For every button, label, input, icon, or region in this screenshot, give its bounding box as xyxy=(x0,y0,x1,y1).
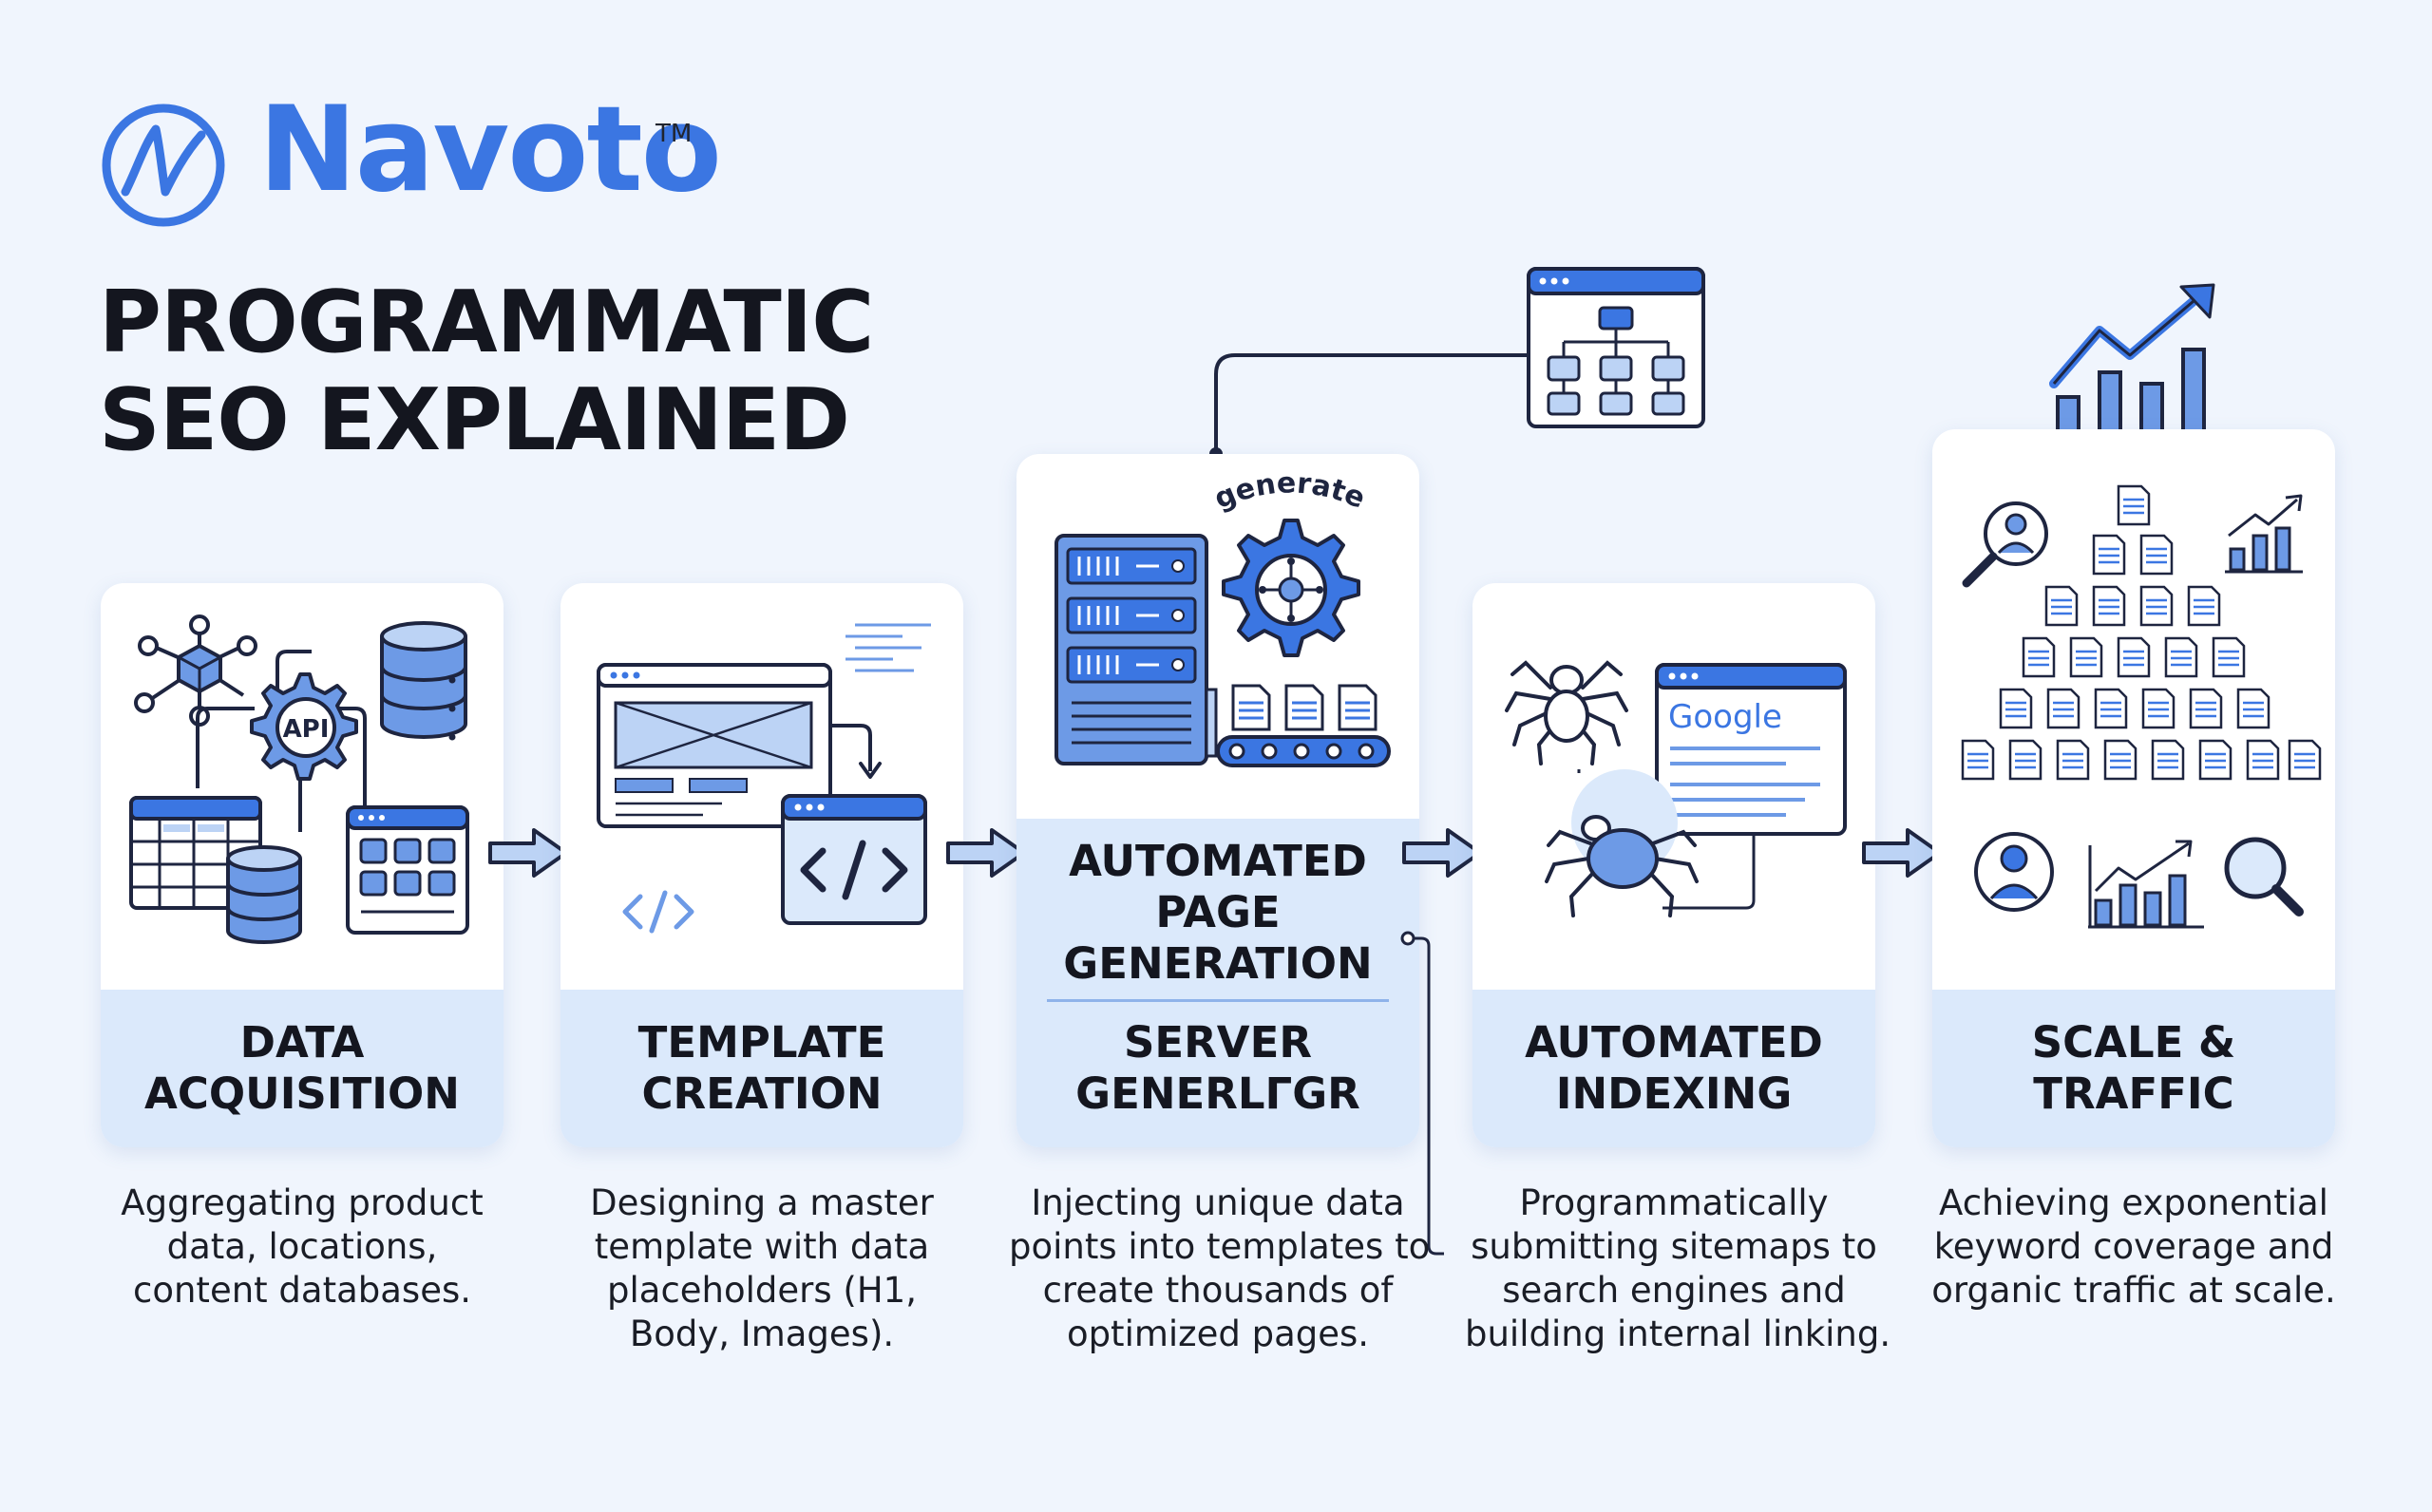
step-label-line-1: TEMPLATE xyxy=(637,1017,886,1068)
generate-label-path: generate xyxy=(1209,466,1370,516)
step-label: DATA ACQUISITION xyxy=(101,990,504,1147)
spider-icon xyxy=(1545,815,1699,917)
divider xyxy=(1047,999,1389,1002)
desc-line: building internal linking. xyxy=(1465,1314,1891,1354)
desc-line: Programmatically xyxy=(1519,1182,1829,1223)
data-sources-illustration: API xyxy=(129,614,469,944)
magnifier-icon xyxy=(2224,837,2304,917)
step-label: AUTOMATED PAGE GENERATION SERVER GENERLΓ… xyxy=(1016,819,1419,1147)
bar-chart-growth-icon xyxy=(2088,840,2204,929)
step-label-line-2: ACQUISITION xyxy=(144,1068,460,1119)
desc-line: Designing a master xyxy=(590,1182,934,1223)
step-label-line-2: CREATION xyxy=(641,1068,883,1119)
grid-window-icon xyxy=(346,805,469,935)
desc-line: Body, Images). xyxy=(629,1314,895,1354)
step-label-line-1: DATA xyxy=(239,1017,365,1068)
step-description: Designing a master template with data pl… xyxy=(553,1181,971,1356)
step-description: Programmatically submitting sitemaps to … xyxy=(1465,1181,1891,1356)
api-gear-icon: API xyxy=(250,672,358,781)
flow-arrow-icon xyxy=(1862,828,1942,878)
server-rack-icon xyxy=(1054,534,1218,765)
step-card-template-creation: TEMPLATE CREATION xyxy=(560,583,963,1147)
step-card-scale-traffic: SCALE & TRAFFIC xyxy=(1932,429,2335,1147)
step-description: Aggregating product data, locations, con… xyxy=(93,1181,511,1313)
step-label: TEMPLATE CREATION xyxy=(560,990,963,1147)
step-label-line-2: TRAFFIC xyxy=(2033,1068,2234,1119)
desc-line: keyword coverage and xyxy=(1933,1226,2334,1267)
database-icon xyxy=(380,621,467,741)
step-heading-line-1: AUTOMATED xyxy=(1069,836,1367,886)
desc-line: optimized pages. xyxy=(1066,1314,1370,1354)
generate-label: generate xyxy=(1209,466,1370,516)
magnifier-user-icon xyxy=(1962,501,2048,588)
step-label: SCALE & TRAFFIC xyxy=(1932,990,2335,1147)
step-heading-line-3: GENERATION xyxy=(1063,938,1373,989)
step-heading-line-2: PAGE xyxy=(1155,887,1281,937)
network-cube-icon xyxy=(134,614,257,727)
flow-arrow-icon xyxy=(1402,828,1482,878)
template-illustration xyxy=(597,623,931,934)
document-icon xyxy=(1231,684,1378,731)
bar-chart-growth-icon xyxy=(2225,494,2303,574)
desc-line: content databases. xyxy=(133,1270,471,1311)
title-line-1: PROGRAMMATIC xyxy=(99,273,874,372)
conveyor-belt-icon xyxy=(1216,735,1391,767)
desc-line: Achieving exponential xyxy=(1939,1182,2328,1223)
google-logo-text: Google xyxy=(1668,698,1782,736)
code-tag-icon xyxy=(622,890,694,934)
sitemap-window-icon xyxy=(1527,267,1705,428)
gear-icon xyxy=(1222,519,1360,657)
code-snippet-icon xyxy=(846,623,931,672)
browser-wireframe-icon xyxy=(597,663,832,828)
step-label-line-1: SCALE & xyxy=(2031,1017,2236,1068)
desc-line: Injecting unique data xyxy=(1031,1182,1405,1223)
step-label-line-2: INDEXING xyxy=(1555,1068,1793,1119)
code-window-icon xyxy=(781,794,927,925)
flow-arrow-icon xyxy=(946,828,1026,878)
desc-line: placeholders (H1, xyxy=(607,1270,917,1311)
google-search-window-icon: Google xyxy=(1655,663,1847,836)
step-label: AUTOMATED INDEXING xyxy=(1472,990,1875,1147)
step-description: Injecting unique data points into templa… xyxy=(1009,1181,1431,1356)
desc-line: template with data xyxy=(594,1226,930,1267)
flow-arrow-icon xyxy=(488,828,568,878)
trademark: TM xyxy=(656,120,693,148)
spider-icon xyxy=(1505,660,1628,765)
scale-illustration xyxy=(1961,484,2322,929)
desc-line: create thousands of xyxy=(1042,1270,1394,1311)
page-title: PROGRAMMATIC SEO EXPLAINED xyxy=(99,273,874,470)
desc-line: organic traffic at scale. xyxy=(1931,1270,2336,1311)
desc-line: data, locations, xyxy=(166,1226,438,1267)
desc-line: Aggregating product xyxy=(121,1182,484,1223)
user-avatar-icon xyxy=(1974,832,2054,912)
step-label-line-1: SERVER xyxy=(1123,1017,1313,1068)
database-icon xyxy=(226,845,302,944)
bar-chart-growth-icon xyxy=(2046,283,2221,439)
step-label-line-1: AUTOMATED xyxy=(1525,1017,1823,1068)
step-description: Achieving exponential keyword coverage a… xyxy=(1925,1181,2343,1313)
logo-icon xyxy=(102,104,225,227)
desc-line: submitting sitemaps to xyxy=(1471,1226,1877,1267)
step-label-line-2: GENERLΓGR xyxy=(1075,1068,1360,1119)
description-connector xyxy=(1400,931,1444,1256)
step-card-automated-indexing: Google AUTOMATED INDEXING xyxy=(1472,583,1875,1147)
server-generation-illustration: generate xyxy=(1054,466,1391,767)
title-line-2: SEO EXPLAINED xyxy=(99,370,850,470)
desc-line: points into templates to xyxy=(1009,1226,1431,1267)
desc-line: search engines and xyxy=(1502,1270,1846,1311)
indexing-illustration: Google xyxy=(1505,660,1847,917)
step-card-data-acquisition: API DATA ACQUISIT xyxy=(101,583,504,1147)
brand-name: Navoto xyxy=(258,82,722,218)
step-card-page-generation: generate AUTOMATED PAG xyxy=(1016,454,1419,1147)
api-label: API xyxy=(283,715,330,744)
